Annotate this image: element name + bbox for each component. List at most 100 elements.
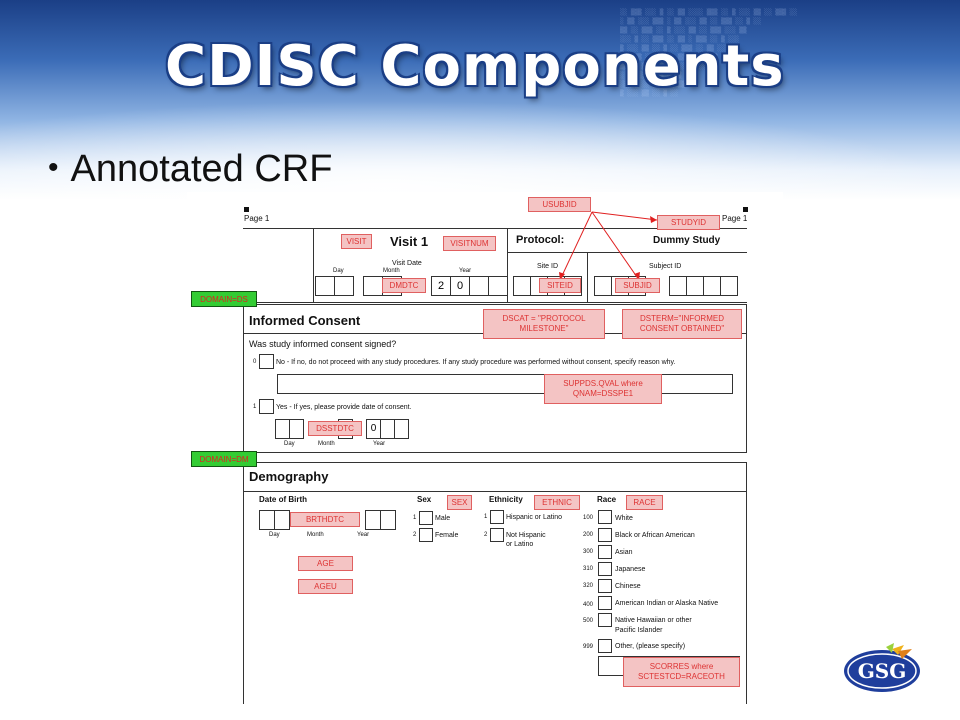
- month-label: Month: [383, 268, 400, 274]
- site-id-label: Site ID: [537, 263, 559, 270]
- dmdtc-annotation: DMDTC: [382, 278, 426, 293]
- divider: [243, 491, 747, 492]
- option-code: 1: [484, 514, 488, 520]
- divider: [507, 228, 508, 302]
- year-label: Year: [459, 268, 472, 274]
- bullet-item: • Annotated CRF: [48, 148, 332, 191]
- race-option-label: American Indian or Alaska Native: [615, 600, 719, 607]
- corner-mark: [743, 207, 748, 212]
- year-label: Year: [373, 441, 386, 447]
- section-border: [243, 452, 747, 453]
- hispanic-checkbox[interactable]: [490, 510, 504, 524]
- race-option-label: White: [615, 515, 633, 522]
- race-checkbox[interactable]: [598, 579, 612, 593]
- consent-question: Was study informed consent signed?: [249, 339, 397, 349]
- option-code: 0: [253, 359, 257, 365]
- dob-digit-box[interactable]: [380, 510, 396, 530]
- consent-yes-label: Yes - If yes, please provide date of con…: [276, 404, 412, 411]
- race-option-label: Pacific Islander: [615, 627, 663, 634]
- not-hispanic-label-cont: or Latino: [506, 541, 534, 548]
- informed-consent-title: Informed Consent: [249, 313, 361, 328]
- annotation-arrows: [559, 211, 658, 281]
- consent-no-checkbox[interactable]: [259, 354, 274, 369]
- race-option-label: Japanese: [615, 566, 646, 573]
- subject-id-box[interactable]: [720, 276, 738, 296]
- section-border: [243, 462, 747, 463]
- section-border: [243, 462, 244, 704]
- option-code: 1: [413, 515, 417, 521]
- option-code: 310: [583, 566, 594, 572]
- date-digit-box[interactable]: [289, 419, 304, 439]
- scorres-annotation: SCORRES where SCTESTCD=RACEOTH: [623, 657, 740, 687]
- race-option-label: Native Hawaiian or other: [615, 617, 692, 624]
- race-checkbox[interactable]: [598, 562, 612, 576]
- race-option-label: Chinese: [615, 583, 641, 590]
- corner-mark: [244, 207, 249, 212]
- female-checkbox[interactable]: [419, 528, 433, 542]
- dscat-annotation: DSCAT = "PROTOCOL MILESTONE": [483, 309, 605, 339]
- header-decoration: ░░ ▒▒▒ ░░░ ▒ ░░ ▒▒ ░░░░ ▒▒▒ ░░ ▒ ░░░ ▒▒ …: [620, 9, 798, 97]
- male-label: Male: [435, 515, 451, 522]
- visit-annotation: VISIT: [341, 234, 372, 249]
- race-checkbox[interactable]: [598, 545, 612, 559]
- not-hispanic-checkbox[interactable]: [490, 528, 504, 542]
- ageu-annotation: AGEU: [298, 579, 353, 594]
- race-option-label: Asian: [615, 549, 633, 556]
- slide-title: CDISC Components: [165, 34, 785, 99]
- consent-no-label: No - If no, do not proceed with any stud…: [276, 359, 676, 366]
- visit-date-label: Visit Date: [392, 260, 422, 267]
- page-number-left: Page 1: [244, 214, 270, 223]
- option-code: 400: [583, 602, 594, 608]
- header-glow: [0, 100, 960, 210]
- dob-digit-box[interactable]: [274, 510, 290, 530]
- option-code: 200: [583, 532, 594, 538]
- domain-dm-label: DOMAIN=DM: [191, 451, 257, 467]
- section-border: [746, 304, 747, 452]
- subjid-annotation: SUBJID: [615, 278, 660, 293]
- date-digit-box[interactable]: 2: [431, 276, 451, 296]
- age-annotation: AGE: [298, 556, 353, 571]
- race-checkbox[interactable]: [598, 528, 612, 542]
- male-checkbox[interactable]: [419, 511, 433, 525]
- race-checkbox[interactable]: [598, 596, 612, 610]
- female-label: Female: [435, 532, 459, 539]
- option-code: 320: [583, 583, 594, 589]
- race-checkbox[interactable]: [598, 510, 612, 524]
- year-label: Year: [357, 532, 370, 538]
- day-label: Day: [333, 268, 344, 274]
- date-digit-box[interactable]: [488, 276, 508, 296]
- protocol-label: Protocol:: [516, 234, 565, 246]
- month-label: Month: [318, 441, 335, 447]
- siteid-annotation: SITEID: [539, 278, 581, 293]
- consent-yes-checkbox[interactable]: [259, 399, 274, 414]
- gsg-logo: GSG: [844, 643, 920, 692]
- logo-text: GSG: [858, 659, 907, 683]
- page-number-right: Page 1: [722, 214, 748, 223]
- bullet-dot: •: [48, 151, 59, 184]
- brthdtc-annotation: BRTHDTC: [290, 512, 360, 527]
- annotated-crf: Page 1 Page 1 Visit 1 Visit Date Day Mon…: [187, 192, 783, 710]
- day-label: Day: [269, 532, 280, 538]
- race-annotation: RACE: [626, 495, 663, 510]
- option-code: 300: [583, 549, 594, 555]
- race-option-label: Other, (please specify): [615, 643, 686, 650]
- ethnic-annotation: ETHNIC: [534, 495, 580, 510]
- bullet-text: Annotated CRF: [70, 148, 333, 190]
- race-checkbox[interactable]: [598, 613, 612, 627]
- sex-annotation: SEX: [447, 495, 472, 510]
- option-code: 2: [484, 532, 488, 538]
- race-label: Race: [597, 495, 617, 504]
- section-border: [243, 304, 747, 305]
- protocol-value: Dummy Study: [653, 235, 721, 246]
- suppds-annotation: SUPPDS.QVAL where QNAM=DSSPE1: [544, 374, 662, 404]
- option-code: 2: [413, 532, 417, 538]
- divider: [243, 302, 747, 303]
- demography-title: Demography: [249, 469, 329, 484]
- month-label: Month: [307, 532, 324, 538]
- not-hispanic-label: Not Hispanic: [506, 532, 546, 539]
- race-checkbox[interactable]: [598, 639, 612, 653]
- studyid-annotation: STUDYID: [657, 215, 720, 230]
- visit-title: Visit 1: [390, 234, 429, 249]
- date-digit-box[interactable]: [334, 276, 354, 296]
- date-digit-box[interactable]: [394, 419, 409, 439]
